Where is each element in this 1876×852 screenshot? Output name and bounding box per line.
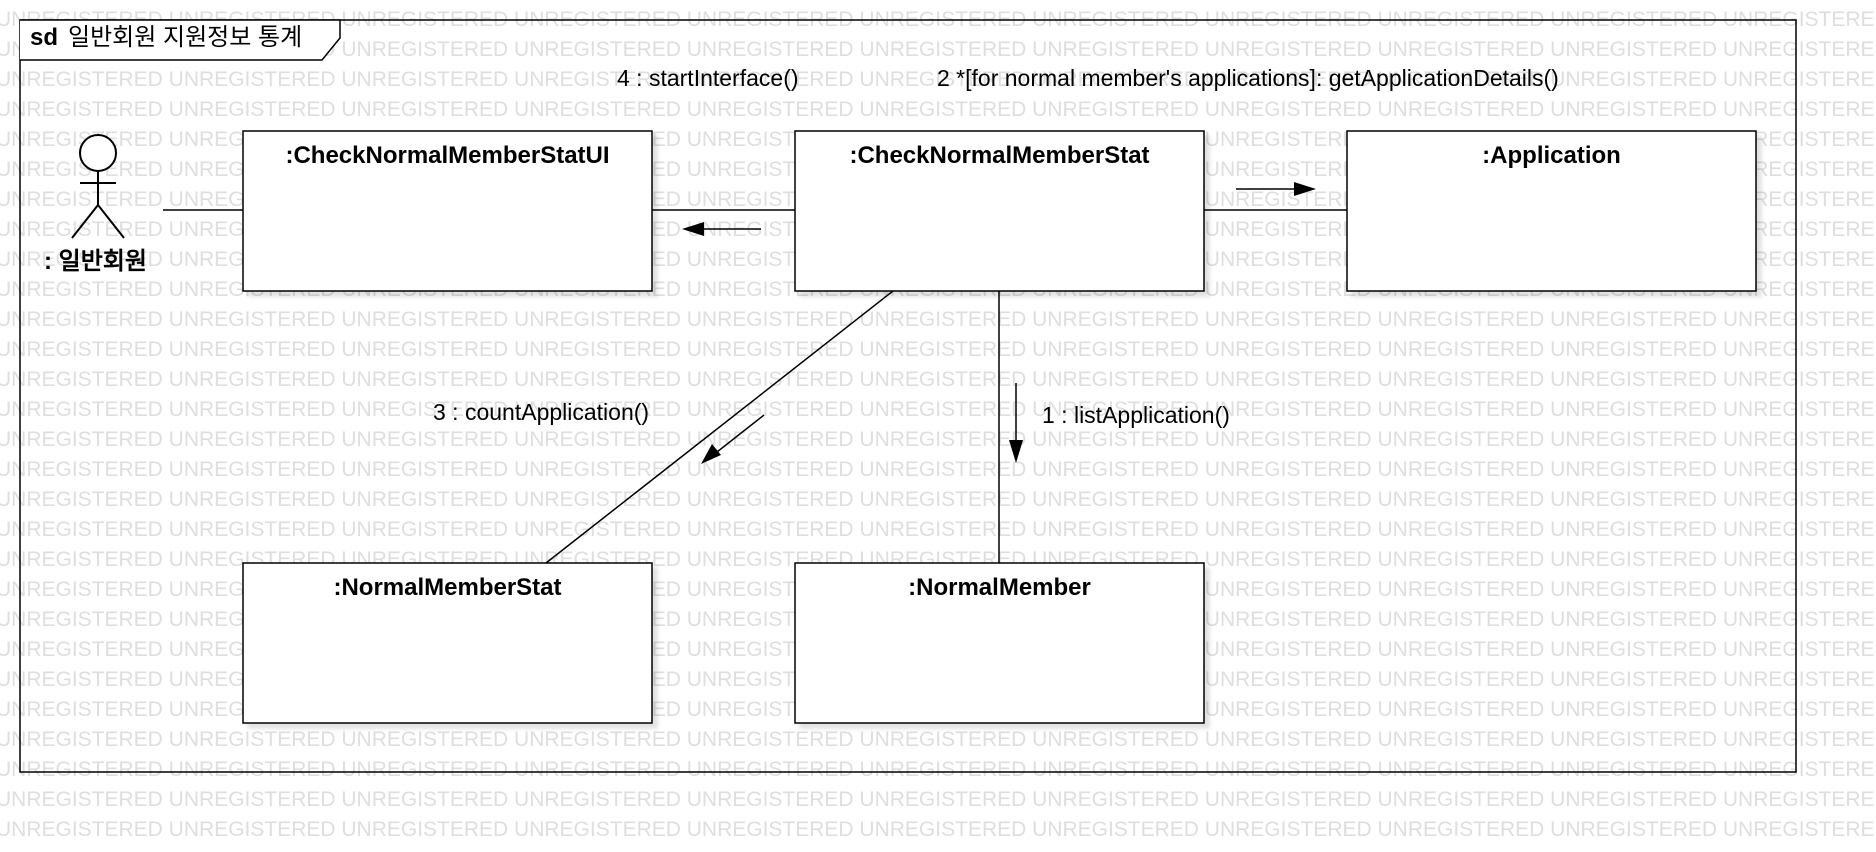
object-box-check-ui[interactable]	[242, 130, 653, 292]
message-arrow-4	[682, 222, 761, 236]
message-label-2: 2 *[for normal member's applications]: g…	[937, 65, 1559, 91]
frame-label: sd 일반회원 지원정보 통계	[30, 24, 302, 52]
actor-stick-figure	[71, 134, 125, 239]
link-stat-normal-member-stat	[545, 290, 894, 564]
object-title-normal-member-stat: :NormalMemberStat	[333, 574, 562, 601]
object-title-normal-member: :NormalMember	[908, 574, 1091, 601]
object-box-application[interactable]	[1346, 130, 1757, 292]
message-label-1: 1 : listApplication()	[1042, 402, 1230, 428]
object-box-check-stat[interactable]	[794, 130, 1205, 292]
message-label-3: 3 : countApplication()	[433, 399, 650, 425]
actor-label: : 일반회원	[44, 248, 147, 275]
message-label-4: 4 : startInterface()	[617, 65, 799, 91]
frame-title: 일반회원 지원정보 통계	[68, 24, 303, 51]
object-box-normal-member[interactable]	[794, 562, 1205, 724]
message-arrow-3	[701, 414, 765, 464]
message-arrow-1	[1009, 383, 1023, 463]
object-title-check-ui: :CheckNormalMemberStatUI	[285, 142, 610, 169]
message-arrow-2	[1236, 182, 1316, 196]
object-title-application: :Application	[1482, 142, 1621, 169]
frame-keyword: sd	[30, 24, 59, 51]
frame-label-tab	[20, 19, 341, 61]
object-box-normal-member-stat[interactable]	[242, 562, 653, 724]
object-title-check-stat: :CheckNormalMemberStat	[849, 142, 1150, 169]
frame-border	[19, 19, 1797, 773]
